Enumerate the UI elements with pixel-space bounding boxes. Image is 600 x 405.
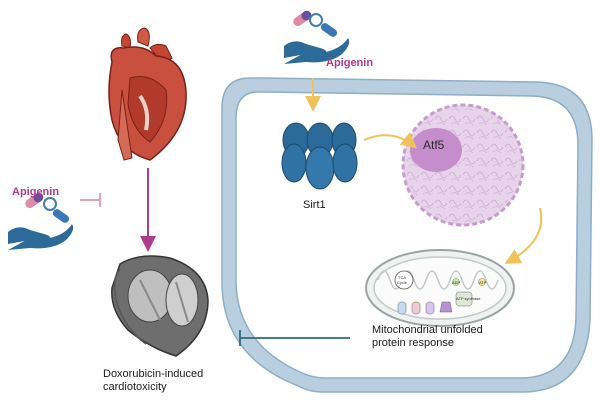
inhibition-mito-to-heart <box>239 330 350 346</box>
mito-cycle-label: Cycle <box>397 280 408 285</box>
mito-atp-synthase-label: ATP synthase <box>456 296 481 301</box>
arrow-sirt1-to-atf5 <box>363 132 418 149</box>
mito-tca-label: TCA <box>398 275 406 280</box>
mitochondrion-icon <box>365 249 515 327</box>
pill-hand-icon <box>284 10 350 64</box>
mito-response-line2: protein response <box>372 337 454 349</box>
sirt1-label: Sirt1 <box>303 199 326 211</box>
mito-response-line1: Mitochondrial unfolded <box>372 324 483 336</box>
apigenin-inhibition <box>80 193 101 207</box>
heart-icon <box>108 27 187 161</box>
mito-atp-label: ATP <box>479 280 487 285</box>
damaged-heart-icon <box>111 255 209 357</box>
dox-line1: Doxorubicin-induced <box>103 368 204 380</box>
apigenin-top-label: Apigenin <box>326 57 374 69</box>
arrow-atf5-to-mito <box>504 207 543 264</box>
mito-response-label: Mitochondrial unfolded protein response <box>372 324 483 350</box>
sirt1-protein-icon <box>281 122 358 190</box>
dox-label: Doxorubicin-induced cardiotoxicity <box>103 368 203 394</box>
nucleus-icon <box>401 103 525 227</box>
dox-line2: cardiotoxicity <box>103 381 167 393</box>
mito-adp-label: ADP <box>452 280 461 285</box>
atf5-label: Atf5 <box>423 138 445 152</box>
apigenin-left-label: Apigenin <box>12 186 60 198</box>
pill-hand-icon <box>8 192 74 250</box>
